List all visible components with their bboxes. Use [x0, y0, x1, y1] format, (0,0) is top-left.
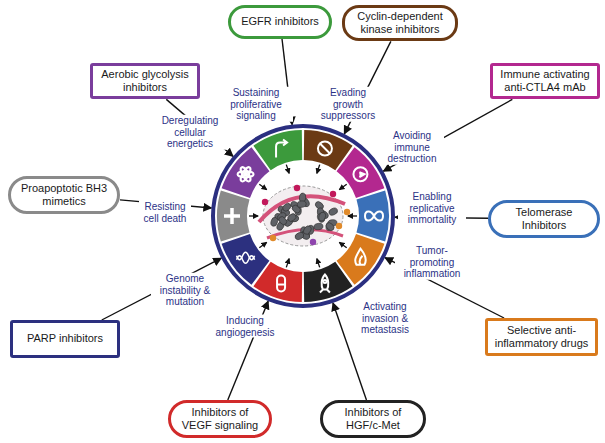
- drug-label: Proapoptotic BH3 mimetics: [17, 182, 111, 208]
- stromal-cell: [330, 191, 336, 197]
- tumor-outline: [263, 186, 343, 246]
- hallmark-label: Genome instability & mutation: [151, 273, 219, 308]
- tumor-cell: [277, 215, 288, 226]
- hallmark-label: Enabling replicative immortality: [398, 191, 466, 226]
- drug-label: EGFR inhibitors: [241, 15, 319, 28]
- tumor-cell: [325, 221, 336, 232]
- drug-label: Telomerase Inhibitors: [497, 206, 591, 232]
- hallmark-label: Inducing angiogenesis: [210, 315, 280, 338]
- drug-box: Aerobic glycolysis inhibitors: [90, 63, 200, 99]
- hallmark-label: Avoiding immune destruction: [380, 130, 444, 165]
- stromal-cell: [310, 239, 316, 245]
- inward-arrow: [286, 259, 289, 268]
- tumor-cell: [314, 223, 324, 231]
- drug-label: Cyclin-dependent kinase inhibitors: [351, 10, 449, 36]
- hallmark-icon: [355, 249, 366, 265]
- stromal-cell: [344, 209, 350, 215]
- hallmark-segments: [217, 130, 389, 302]
- hallmark-label: Tumor-promoting inflammation: [395, 245, 469, 280]
- drug-box: Cyclin-dependent kinase inhibitors: [342, 5, 458, 41]
- stromal-cell: [270, 235, 276, 241]
- inward-arrow: [286, 165, 289, 174]
- hallmark-label: Activating invasion & metastasis: [349, 301, 421, 336]
- stromal-cell: [262, 199, 268, 205]
- tumor-cell: [318, 211, 327, 221]
- drug-box: EGFR inhibitors: [228, 5, 332, 39]
- hallmark-label: Deregulating cellular energetics: [153, 115, 227, 150]
- inward-arrow: [249, 215, 258, 216]
- inward-arrow: [339, 184, 346, 189]
- hallmark-icon: [276, 139, 287, 157]
- tumor-cell: [297, 200, 307, 208]
- inward-arrow: [317, 165, 320, 174]
- drug-box: Inhibitors of HGF/c-Met: [320, 400, 426, 438]
- stromal-cell: [336, 223, 342, 229]
- hallmark-icon: [238, 166, 254, 183]
- inward-arrow: [317, 259, 320, 268]
- drug-box: Selective anti-inflammatory drugs: [485, 318, 598, 356]
- tumor-cell: [286, 212, 297, 223]
- tumor-cell: [281, 202, 292, 213]
- inward-arrow: [259, 184, 266, 189]
- drug-box: Immune activating anti-CTLA4 mAb: [490, 63, 600, 99]
- hallmark-icon: [277, 276, 285, 292]
- drug-label: Aerobic glycolysis inhibitors: [99, 68, 191, 94]
- tumor-cell: [270, 217, 279, 227]
- inward-arrow: [259, 242, 266, 247]
- tumor-cell: [302, 225, 312, 236]
- drug-box: Telomerase Inhibitors: [488, 200, 600, 238]
- hallmark-icon: [318, 141, 332, 155]
- inward-arrows: [249, 165, 357, 268]
- hallmark-icon: [353, 167, 367, 181]
- hallmark-label: Sustaining proliferative signaling: [219, 87, 293, 122]
- drug-box: Proapoptotic BH3 mimetics: [8, 176, 120, 214]
- drug-label: Immune activating anti-CTLA4 mAb: [499, 68, 591, 94]
- hallmark-label: Resisting cell death: [139, 201, 191, 224]
- drug-box: Inhibitors of VEGF signaling: [168, 400, 272, 438]
- ring-outline: [211, 124, 395, 308]
- tumor-cell: [328, 207, 339, 217]
- hallmark-segment: [356, 191, 389, 242]
- drug-label: PARP inhibitors: [27, 332, 103, 345]
- drug-label: Inhibitors of HGF/c-Met: [329, 406, 417, 432]
- inner-disk: [248, 161, 358, 271]
- inward-arrow: [339, 242, 346, 247]
- drug-label: Selective anti-inflammatory drugs: [494, 324, 589, 350]
- hallmark-icon: [320, 275, 330, 293]
- hallmark-icon: [237, 252, 255, 263]
- drug-label: Inhibitors of VEGF signaling: [177, 406, 263, 432]
- hallmark-icon: [365, 212, 383, 221]
- inward-arrow: [348, 215, 357, 216]
- hallmark-segment: [217, 191, 250, 242]
- tumor-cell: [294, 231, 305, 241]
- tumor-illustration: [259, 185, 350, 246]
- hallmark-circle: Sustaining proliferative signalingEvadin…: [211, 124, 395, 308]
- drug-box: PARP inhibitors: [10, 320, 120, 358]
- stromal-cell: [294, 185, 300, 191]
- arrow-connector: [102, 258, 222, 320]
- hallmark-icon: [224, 208, 240, 224]
- hallmark-label: Evading growth suppressors: [316, 87, 380, 122]
